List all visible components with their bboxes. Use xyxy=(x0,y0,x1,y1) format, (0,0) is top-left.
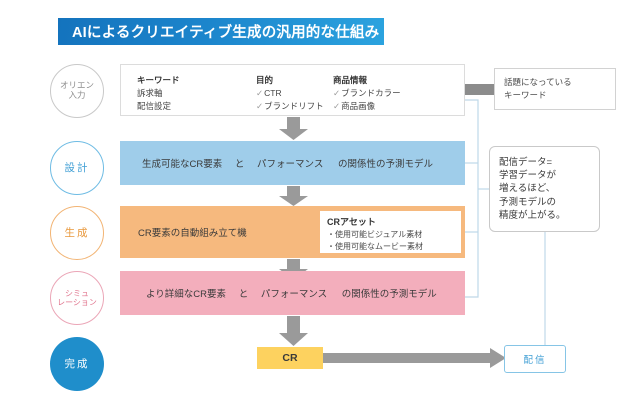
check-icon: ✓ xyxy=(333,100,341,111)
stage-label-generation: 生成 xyxy=(64,226,90,239)
cr-asset-card: CRアセット ・使用可能ビジュアル素材 ・使用可能なムービー素材 xyxy=(320,211,461,253)
callout-line5: 精度が上がる。 xyxy=(499,209,566,221)
orientation-item-product-image: ✓商品画像 xyxy=(333,100,401,112)
stage-circle-generation[interactable]: 生成 xyxy=(50,206,104,260)
page-title-text: AIによるクリエイティブ生成の汎用的な仕組み xyxy=(72,25,380,41)
stage-label-design: 設計 xyxy=(64,161,90,174)
delivery-output-label: 配信 xyxy=(523,355,547,366)
trending-keyword-box: 話題になっている キーワード xyxy=(494,68,616,110)
orientation-heading-product-info: 商品情報 xyxy=(333,75,368,85)
trending-keyword-line2: キーワード xyxy=(504,90,547,100)
orientation-column-keyword: キーワード 訴求軸 配信設定 xyxy=(137,74,180,112)
simulation-row: より詳細なCR要素 と パフォーマンス の関係性の予測モデル xyxy=(120,271,465,315)
design-connector: と xyxy=(234,159,245,170)
callout-line3: 増えるほど、 xyxy=(499,183,556,195)
check-icon: ✓ xyxy=(333,88,341,99)
simulation-part1: より詳細なCR要素 xyxy=(146,289,227,300)
design-part3: の関係性の予測モデル xyxy=(337,159,433,170)
simulation-row-sentence: より詳細なCR要素 と パフォーマンス の関係性の予測モデル xyxy=(146,286,437,300)
stage-label-completion: 完成 xyxy=(64,357,90,370)
generation-row: CR要素の自動組み立て機 CRアセット ・使用可能ビジュアル素材 ・使用可能なム… xyxy=(120,206,465,258)
orientation-heading-purpose: 目的 xyxy=(256,75,274,85)
design-row: 生成可能なCR要素 と パフォーマンス の関係性の予測モデル xyxy=(120,141,465,185)
arrow-down-orientation-design xyxy=(279,117,308,140)
delivery-output-box[interactable]: 配信 xyxy=(504,345,566,373)
stage-label-orientation-line1: オリエン xyxy=(59,80,94,91)
cr-asset-heading: CRアセット xyxy=(327,217,376,227)
orientation-item-brand-color-label: ブランドカラー xyxy=(341,88,401,99)
stage-circle-completion[interactable]: 完成 xyxy=(50,337,104,391)
orientation-heading-keyword: キーワード xyxy=(137,75,180,85)
stage-circle-design[interactable]: 設計 xyxy=(50,141,104,195)
stage-label-simulation-line2: レーション xyxy=(57,298,97,307)
check-icon: ✓ xyxy=(256,100,264,111)
arrow-down-design-generation xyxy=(279,186,308,206)
feedback-bracket xyxy=(465,99,479,298)
simulation-connector: と xyxy=(238,289,249,300)
orientation-item-ctr: ✓CTR xyxy=(256,87,324,99)
orientation-item-brand-lift: ✓ブランドリフト xyxy=(256,100,324,112)
orientation-column-purpose: 目的 ✓CTR ✓ブランドリフト xyxy=(256,74,324,112)
simulation-part2: パフォーマンス xyxy=(260,289,328,300)
orientation-item-brand-lift-label: ブランドリフト xyxy=(264,100,324,111)
simulation-part3: の関係性の予測モデル xyxy=(341,289,437,300)
design-row-sentence: 生成可能なCR要素 と パフォーマンス の関係性の予測モデル xyxy=(142,156,433,170)
orientation-item-delivery-setting: 配信設定 xyxy=(137,100,172,111)
trending-keyword-line1: 話題になっている xyxy=(504,77,572,88)
arrow-right-cr-delivery xyxy=(323,348,506,368)
orientation-item-appeal-axis: 訴求軸 xyxy=(137,88,163,99)
stage-label-orientation-line2: 入力 xyxy=(68,90,86,100)
stage-label-simulation-line1: シミュ xyxy=(65,288,89,298)
cr-output-label: CR xyxy=(282,352,298,364)
stage-circle-orientation[interactable]: オリエン 入力 xyxy=(50,64,104,118)
cr-asset-item-visual: ・使用可能ビジュアル素材 xyxy=(327,230,423,239)
callout-box: 配信データ= 学習データが 増えるほど、 予測モデルの 精度が上がる。 xyxy=(489,146,600,232)
orientation-item-product-image-label: 商品画像 xyxy=(341,100,376,111)
callout-line1: 配信データ= xyxy=(499,156,553,168)
check-icon: ✓ xyxy=(256,88,264,99)
design-part2: パフォーマンス xyxy=(257,159,324,170)
page-title: AIによるクリエイティブ生成の汎用的な仕組み xyxy=(58,18,384,45)
callout-line2: 学習データが xyxy=(499,170,557,182)
cr-asset-item-movie: ・使用可能なムービー素材 xyxy=(327,241,423,251)
orientation-column-product-info: 商品情報 ✓ブランドカラー ✓商品画像 xyxy=(333,74,401,112)
generation-row-label: CR要素の自動組み立て機 xyxy=(138,228,247,239)
callout-line4: 予測モデルの xyxy=(499,196,557,208)
orientation-item-brand-color: ✓ブランドカラー xyxy=(333,87,401,99)
stage-circle-simulation[interactable]: シミュ レーション xyxy=(50,271,104,325)
orientation-row: キーワード 訴求軸 配信設定 目的 ✓CTR ✓ブランドリフト 商品情報 ✓ブラ… xyxy=(120,64,465,116)
orientation-item-ctr-label: CTR xyxy=(264,88,282,99)
design-part1: 生成可能なCR要素 xyxy=(142,159,223,170)
arrow-down-simulation-cr xyxy=(279,316,308,346)
cr-output-box[interactable]: CR xyxy=(257,347,323,369)
